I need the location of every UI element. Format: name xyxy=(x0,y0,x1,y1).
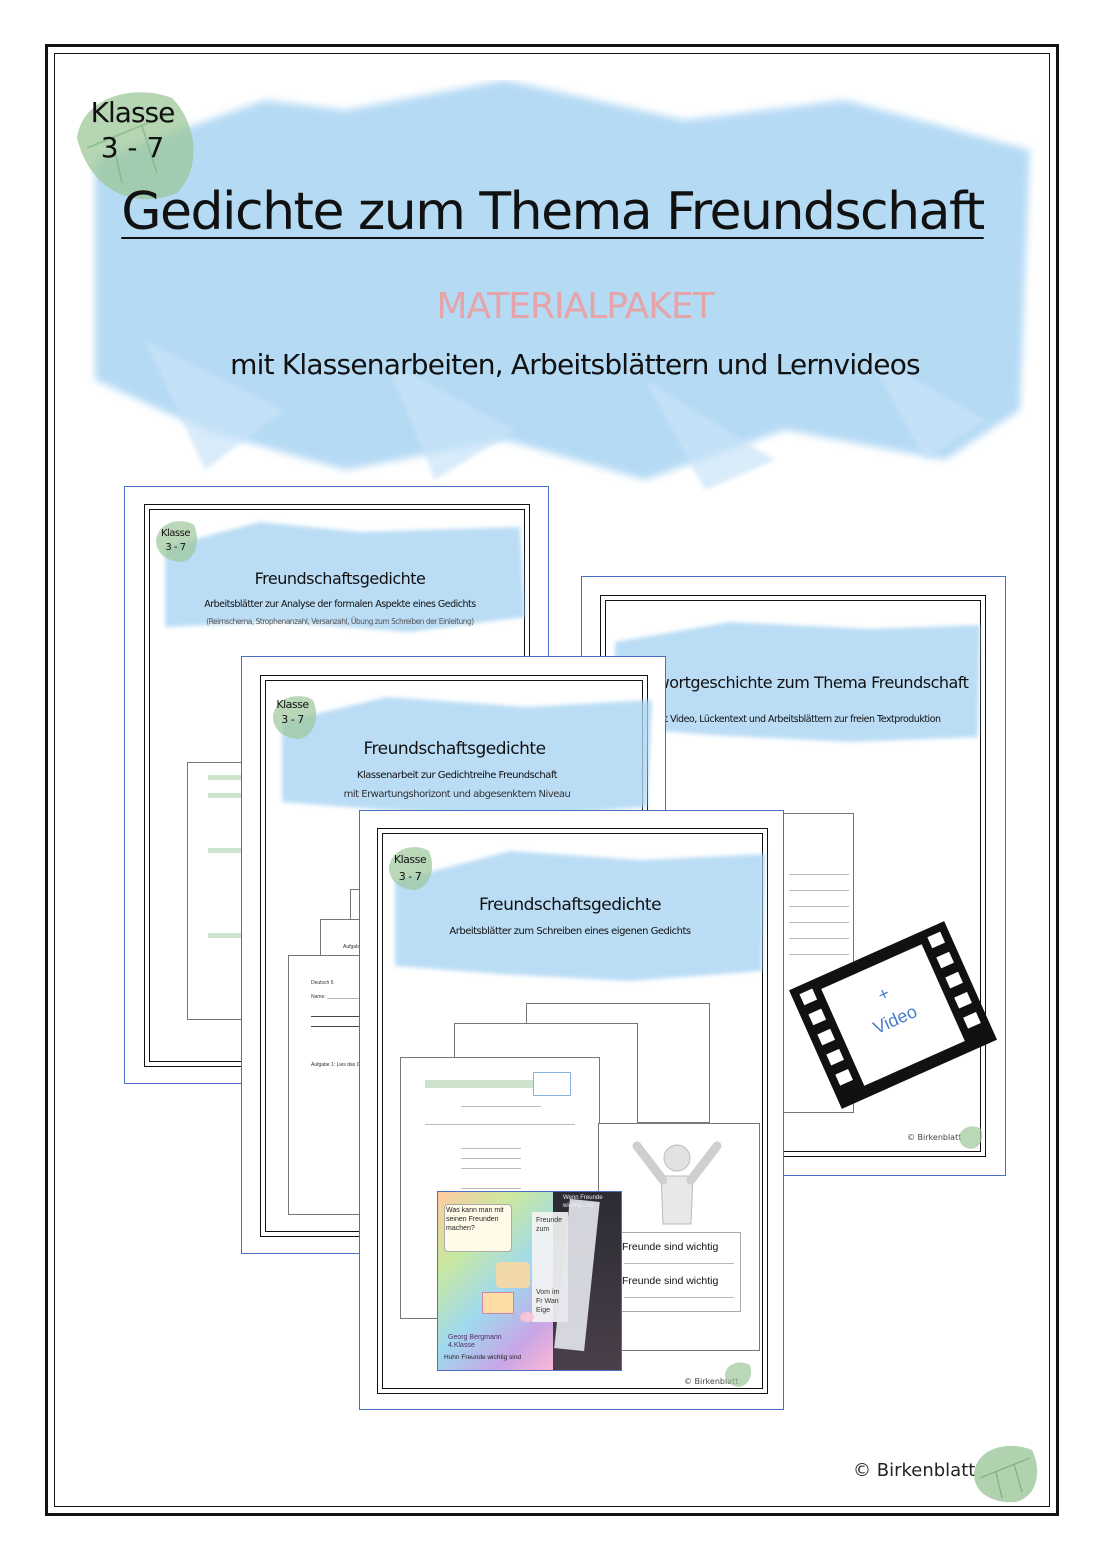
inner-frame xyxy=(54,53,1050,1507)
grade-line2: 3 - 7 xyxy=(100,131,165,164)
card1-title: Freundschaftsgedichte xyxy=(254,569,426,588)
photo-text-b: Wenn Freunde wichtig und xyxy=(563,1195,603,1209)
grade-badge: Klasse 3 - 7 xyxy=(80,96,185,164)
card1-subtitle: Arbeitsblätter zur Analyse der formalen … xyxy=(204,599,476,610)
card1-note: (Reimschema, Strophenanzahl, Versanzahl,… xyxy=(206,617,474,626)
footer-copyright: © Birkenblatt xyxy=(853,1460,976,1481)
card4-title: Freundschaftsgedichte xyxy=(478,895,662,915)
page-title: Gedichte zum Thema Freundschaft xyxy=(121,182,985,242)
leaf-icon xyxy=(77,92,194,200)
card4-subtitle: Arbeitsblätter zum Schreiben eines eigen… xyxy=(449,926,691,937)
card3-copyright: © Birkenblatt xyxy=(907,1133,962,1142)
grade-line1: Klasse xyxy=(90,96,176,129)
watercolor-wash xyxy=(95,80,1030,490)
birch-leaf-icon xyxy=(974,1445,1038,1503)
card2-subtitle: Klassenarbeit zur Gedichtreihe Freundsch… xyxy=(356,770,558,781)
worksheet-line-1: Freunde sind wichtig xyxy=(622,1241,719,1253)
photo-text-c: Freunde zum xyxy=(536,1217,563,1233)
exam-task: Aufgabe 1: Lies das Gedicht. xyxy=(311,1062,376,1068)
card3-title: Reizwortgeschichte zum Thema Freundschaf… xyxy=(625,673,969,692)
exam-name: Name: ____________ xyxy=(311,994,361,1000)
photo-text-e: Georg Bergmann 4.Klasse xyxy=(448,1334,502,1349)
card2-note: mit Erwartungshorizont und abgesenktem N… xyxy=(343,789,571,800)
card2-title: Freundschaftsgedichte xyxy=(363,739,546,759)
photo-text-f: Huhn Freunde wichtig sind xyxy=(444,1354,521,1361)
page-subtitle: mit Klassenarbeiten, Arbeitsblättern und… xyxy=(230,348,921,381)
photo-collage: Was kann man mit seinen Freunden machen?… xyxy=(437,1191,622,1371)
mini-worksheet-figure: Freunde sind wichtig Freunde sind wichti… xyxy=(598,1123,760,1351)
card3-subtitle: mit Video, Lückentext und Arbeitsblätter… xyxy=(653,714,941,725)
product-type: MATERIALPAKET xyxy=(436,286,714,327)
worksheet-line-2: Freunde sind wichtig xyxy=(622,1275,719,1287)
photo-text-a: Was kann man mit seinen Freunden machen? xyxy=(446,1207,504,1232)
exam-subject: Deutsch 6 xyxy=(311,980,334,986)
card4-copyright: © Birkenblatt xyxy=(684,1377,739,1386)
film-strip-icon xyxy=(788,921,998,1109)
photo-text-d: Vom im Fr Wan Eige xyxy=(536,1289,560,1314)
video-badge: + Video xyxy=(788,921,998,1109)
outer-frame xyxy=(45,44,1059,1516)
